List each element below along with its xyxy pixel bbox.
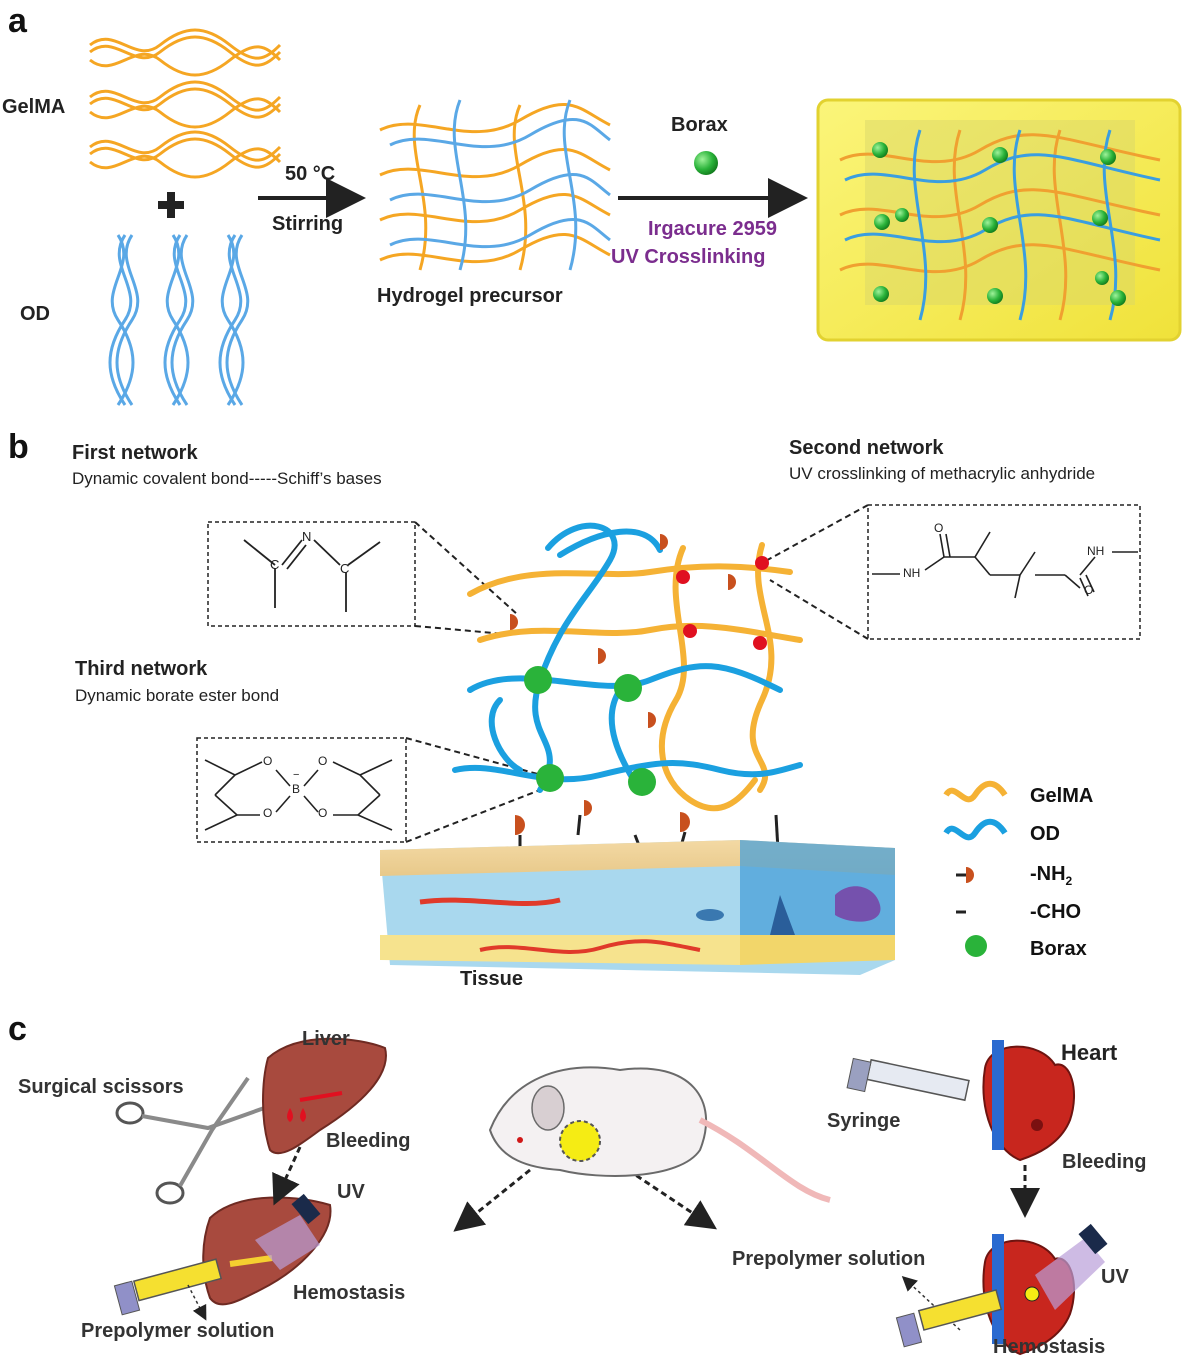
heart-label: Heart bbox=[1061, 1040, 1118, 1065]
panel-letter-a: a bbox=[8, 2, 27, 40]
panel-letter-b: b bbox=[8, 428, 29, 466]
borate-o-3: O bbox=[318, 754, 328, 768]
hemostasis-label-left: Hemostasis bbox=[293, 1282, 406, 1304]
legend-borax: Borax bbox=[1030, 938, 1087, 960]
irgacure-label: Irgacure 2959 bbox=[648, 218, 777, 240]
od-strands bbox=[108, 234, 250, 406]
first-network-subtitle: Dynamic covalent bond-----Schiff’s bases bbox=[72, 469, 382, 488]
schiff-c-atom-right: C bbox=[340, 561, 350, 576]
temperature-label: 50 °C bbox=[285, 163, 336, 185]
heart-bottom bbox=[895, 1223, 1108, 1356]
borate-charge: − bbox=[293, 769, 300, 781]
heart-top bbox=[982, 1040, 1075, 1162]
panel-c-arrows bbox=[272, 1146, 1040, 1232]
legend-amine-subscript: 2 bbox=[1065, 874, 1073, 888]
liver-label: Liver bbox=[302, 1028, 350, 1050]
prepolymer-label-left: Prepolymer solution bbox=[81, 1320, 275, 1342]
liver-top bbox=[262, 1037, 387, 1155]
bleeding-label-right: Bleeding bbox=[1062, 1151, 1147, 1173]
panel-letter-c: c bbox=[8, 1010, 27, 1048]
first-network-title: First network bbox=[72, 442, 198, 464]
amide-o-right: O bbox=[1084, 583, 1094, 597]
legend-od: OD bbox=[1030, 823, 1060, 845]
hydrogel-block bbox=[816, 98, 1182, 342]
bleeding-label-left: Bleeding bbox=[326, 1130, 411, 1152]
borate-o-4: O bbox=[318, 806, 328, 820]
amide-nh-left: NH bbox=[903, 566, 921, 580]
second-network-title: Second network bbox=[789, 437, 944, 459]
hemostasis-label-right: Hemostasis bbox=[993, 1336, 1106, 1358]
syringe-right bbox=[846, 1057, 970, 1102]
mouse-illustration bbox=[488, 1066, 831, 1203]
schiff-n-atom: N bbox=[302, 529, 312, 544]
gelma-strands bbox=[89, 28, 282, 179]
precursor-mesh bbox=[379, 99, 611, 271]
amide-nh-right: NH bbox=[1087, 544, 1105, 558]
borate-box bbox=[196, 737, 407, 843]
prepolymer-label-right: Prepolymer solution bbox=[732, 1248, 926, 1270]
scissors-label: Surgical scissors bbox=[18, 1076, 184, 1098]
legend-gelma: GelMA bbox=[1030, 785, 1094, 807]
stirring-label: Stirring bbox=[272, 213, 344, 235]
syringe-left bbox=[113, 1258, 223, 1316]
borate-o-1: O bbox=[263, 754, 273, 768]
methacrylate-box bbox=[867, 504, 1141, 640]
syringe-label: Syringe bbox=[827, 1110, 901, 1132]
borax-label: Borax bbox=[671, 114, 728, 136]
schiff-box bbox=[207, 521, 416, 627]
third-network-subtitle: Dynamic borate ester bond bbox=[75, 686, 280, 705]
od-label: OD bbox=[20, 303, 50, 325]
legend-amine-text: -NH bbox=[1030, 863, 1066, 885]
uv-label-right: UV bbox=[1101, 1266, 1129, 1288]
uv-label-left: UV bbox=[337, 1181, 365, 1203]
legend-amine: -NH2 bbox=[1030, 863, 1072, 888]
third-network-title: Third network bbox=[75, 658, 208, 680]
borate-b-atom: B bbox=[292, 782, 301, 796]
legend-glyphs bbox=[943, 780, 1008, 957]
second-network-subtitle: UV crosslinking of methacrylic anhydride bbox=[789, 464, 1096, 483]
triple-network bbox=[448, 522, 803, 851]
legend-aldehyde: -CHO bbox=[1030, 901, 1082, 923]
schiff-c-atom-left: C bbox=[270, 557, 280, 572]
uv-crosslinking-label: UV Crosslinking bbox=[611, 246, 766, 268]
tissue-label: Tissue bbox=[460, 968, 523, 990]
gelma-label: GelMA bbox=[2, 96, 66, 118]
tissue-block bbox=[380, 840, 895, 975]
amide-o-left: O bbox=[934, 521, 944, 535]
precursor-label: Hydrogel precursor bbox=[377, 285, 563, 307]
scissors-illustration bbox=[115, 1076, 271, 1205]
borate-o-2: O bbox=[263, 806, 273, 820]
borax-ball bbox=[694, 151, 718, 175]
plus-icon bbox=[158, 192, 184, 218]
